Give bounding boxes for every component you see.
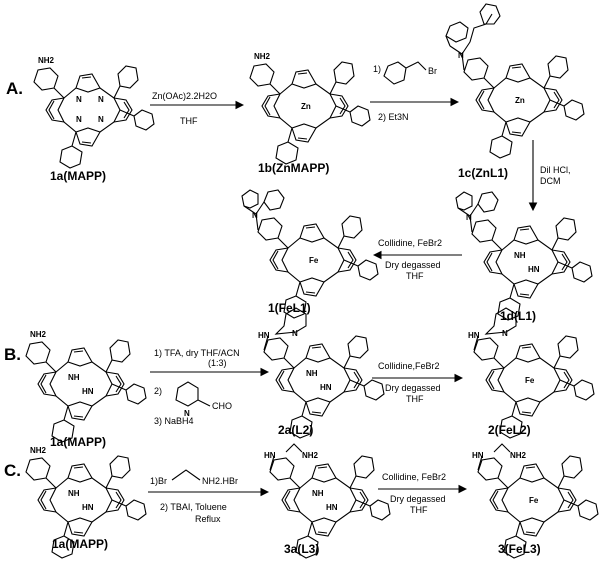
section-label-a: A.: [6, 79, 23, 98]
atom-nh2: NH2: [510, 451, 527, 460]
pyridine-carbaldehyde-structure: [175, 381, 211, 407]
atom-n: N: [502, 329, 508, 338]
atom-hn: HN: [468, 331, 480, 340]
atom-hn: HN: [82, 387, 94, 396]
atom-n: N: [466, 213, 472, 222]
condition-text: THF: [180, 116, 198, 126]
condition-text: THF: [406, 394, 424, 404]
compound-label-2fel2: 2(FeL2): [488, 423, 531, 437]
condition-text: DCM: [540, 176, 561, 186]
condition-text: 1): [373, 64, 381, 74]
compound-label-1c: 1c(ZnL1): [458, 166, 508, 180]
atom-fe: Fe: [529, 496, 539, 505]
condition-text: 2): [154, 386, 162, 396]
condition-text: 2) Et3N: [378, 112, 409, 122]
atom-fe: Fe: [525, 376, 535, 385]
atom-nh2: NH2: [30, 446, 47, 455]
compound-label-3fel3: 3(FeL3): [498, 542, 541, 556]
atom-zn: Zn: [515, 96, 525, 105]
atom-hn: HN: [264, 451, 276, 460]
benzyl-bromide-structure: [383, 61, 427, 85]
condition-text: 1)Br: [150, 476, 167, 486]
atom-nh2: NH2: [38, 56, 55, 65]
molecule-1d-l1: N NH HN: [455, 191, 593, 321]
atom-n: N: [252, 211, 258, 220]
condition-text: Zn(OAc)2.2H2O: [152, 91, 217, 101]
atom-hn: HN: [82, 503, 94, 512]
atom-n: N: [76, 115, 82, 124]
atom-nh: NH: [514, 251, 526, 260]
condition-text: Dry degassed: [385, 383, 441, 393]
molecule-3-fel3: HN NH2 Fe: [472, 443, 599, 559]
molecule-3a-l3: HN NH2 NH HN: [264, 443, 391, 559]
atom-nh: NH: [312, 489, 324, 498]
atom-n: N: [98, 95, 104, 104]
molecule-2a-l2: HN N NH HN: [258, 307, 385, 439]
atom-hn: HN: [528, 265, 540, 274]
condition-text: Dry degassed: [390, 494, 446, 504]
condition-text: Dry degassed: [385, 260, 441, 270]
atom-hn: HN: [258, 331, 270, 340]
condition-text: Collidine, FeBr2: [382, 472, 446, 482]
molecule-1b-znmapp: NH2 Zn: [249, 52, 371, 165]
condition-text: NH2.HBr: [202, 476, 238, 486]
atom-zn: Zn: [301, 102, 311, 111]
atom-nh2: NH2: [302, 451, 319, 460]
condition-text: THF: [410, 505, 428, 515]
condition-text: Dil HCl,: [540, 165, 571, 175]
atom-n: N: [184, 409, 190, 418]
compound-label-1a: 1a(MAPP): [52, 537, 108, 551]
section-label-b: B.: [4, 345, 21, 364]
condition-text: Br: [428, 66, 437, 76]
atom-hn: HN: [320, 383, 332, 392]
atom-fe: Fe: [309, 256, 319, 265]
molecule-1a-mapp: NH2 NH HN: [25, 446, 147, 559]
atom-nh2: NH2: [30, 330, 47, 339]
atom-nh: NH: [68, 373, 80, 382]
atom-hn: HN: [472, 451, 484, 460]
molecule-2-fel2: HN N Fe: [468, 307, 595, 439]
compound-label-1b: 1b(ZnMAPP): [258, 161, 329, 175]
molecule-1-fel1: N Fe: [241, 189, 379, 319]
condition-text: Reflux: [195, 514, 221, 524]
section-label-c: C.: [4, 461, 21, 480]
atom-n: N: [458, 51, 464, 60]
condition-text: 1) TFA, dry THF/ACN: [154, 348, 240, 358]
molecule-1c-znl1: N Zn: [445, 3, 585, 159]
compound-label-3a: 3a(L3): [284, 542, 319, 556]
atom-nh: NH: [68, 489, 80, 498]
molecule-1a-mapp: NH2 NH HN: [25, 330, 147, 443]
bromoethylamine-chain: [171, 469, 201, 481]
condition-text: 2) TBAI, Toluene: [160, 502, 227, 512]
condition-text: 3) NaBH4: [154, 416, 194, 426]
condition-text: (1:3): [208, 358, 227, 368]
compound-label-2a: 2a(L2): [278, 423, 313, 437]
compound-label-1a: 1a(MAPP): [50, 435, 106, 449]
compound-label-1d: 1d(L1): [500, 309, 536, 323]
atom-hn: HN: [326, 503, 338, 512]
atom-nh: NH: [306, 369, 318, 378]
condition-text: CHO: [212, 401, 232, 411]
molecule-1a-mapp: NH2 N N N N: [33, 56, 155, 169]
atom-n: N: [98, 115, 104, 124]
atom-n: N: [292, 329, 298, 338]
atom-n: N: [76, 95, 82, 104]
condition-text: THF: [406, 271, 424, 281]
atom-nh2: NH2: [254, 52, 271, 61]
condition-text: Collidine, FeBr2: [378, 238, 442, 248]
condition-text: Collidine,FeBr2: [378, 361, 440, 371]
compound-label-1fel1: 1(FeL1): [268, 301, 311, 315]
compound-label-1a: 1a(MAPP): [50, 169, 106, 183]
